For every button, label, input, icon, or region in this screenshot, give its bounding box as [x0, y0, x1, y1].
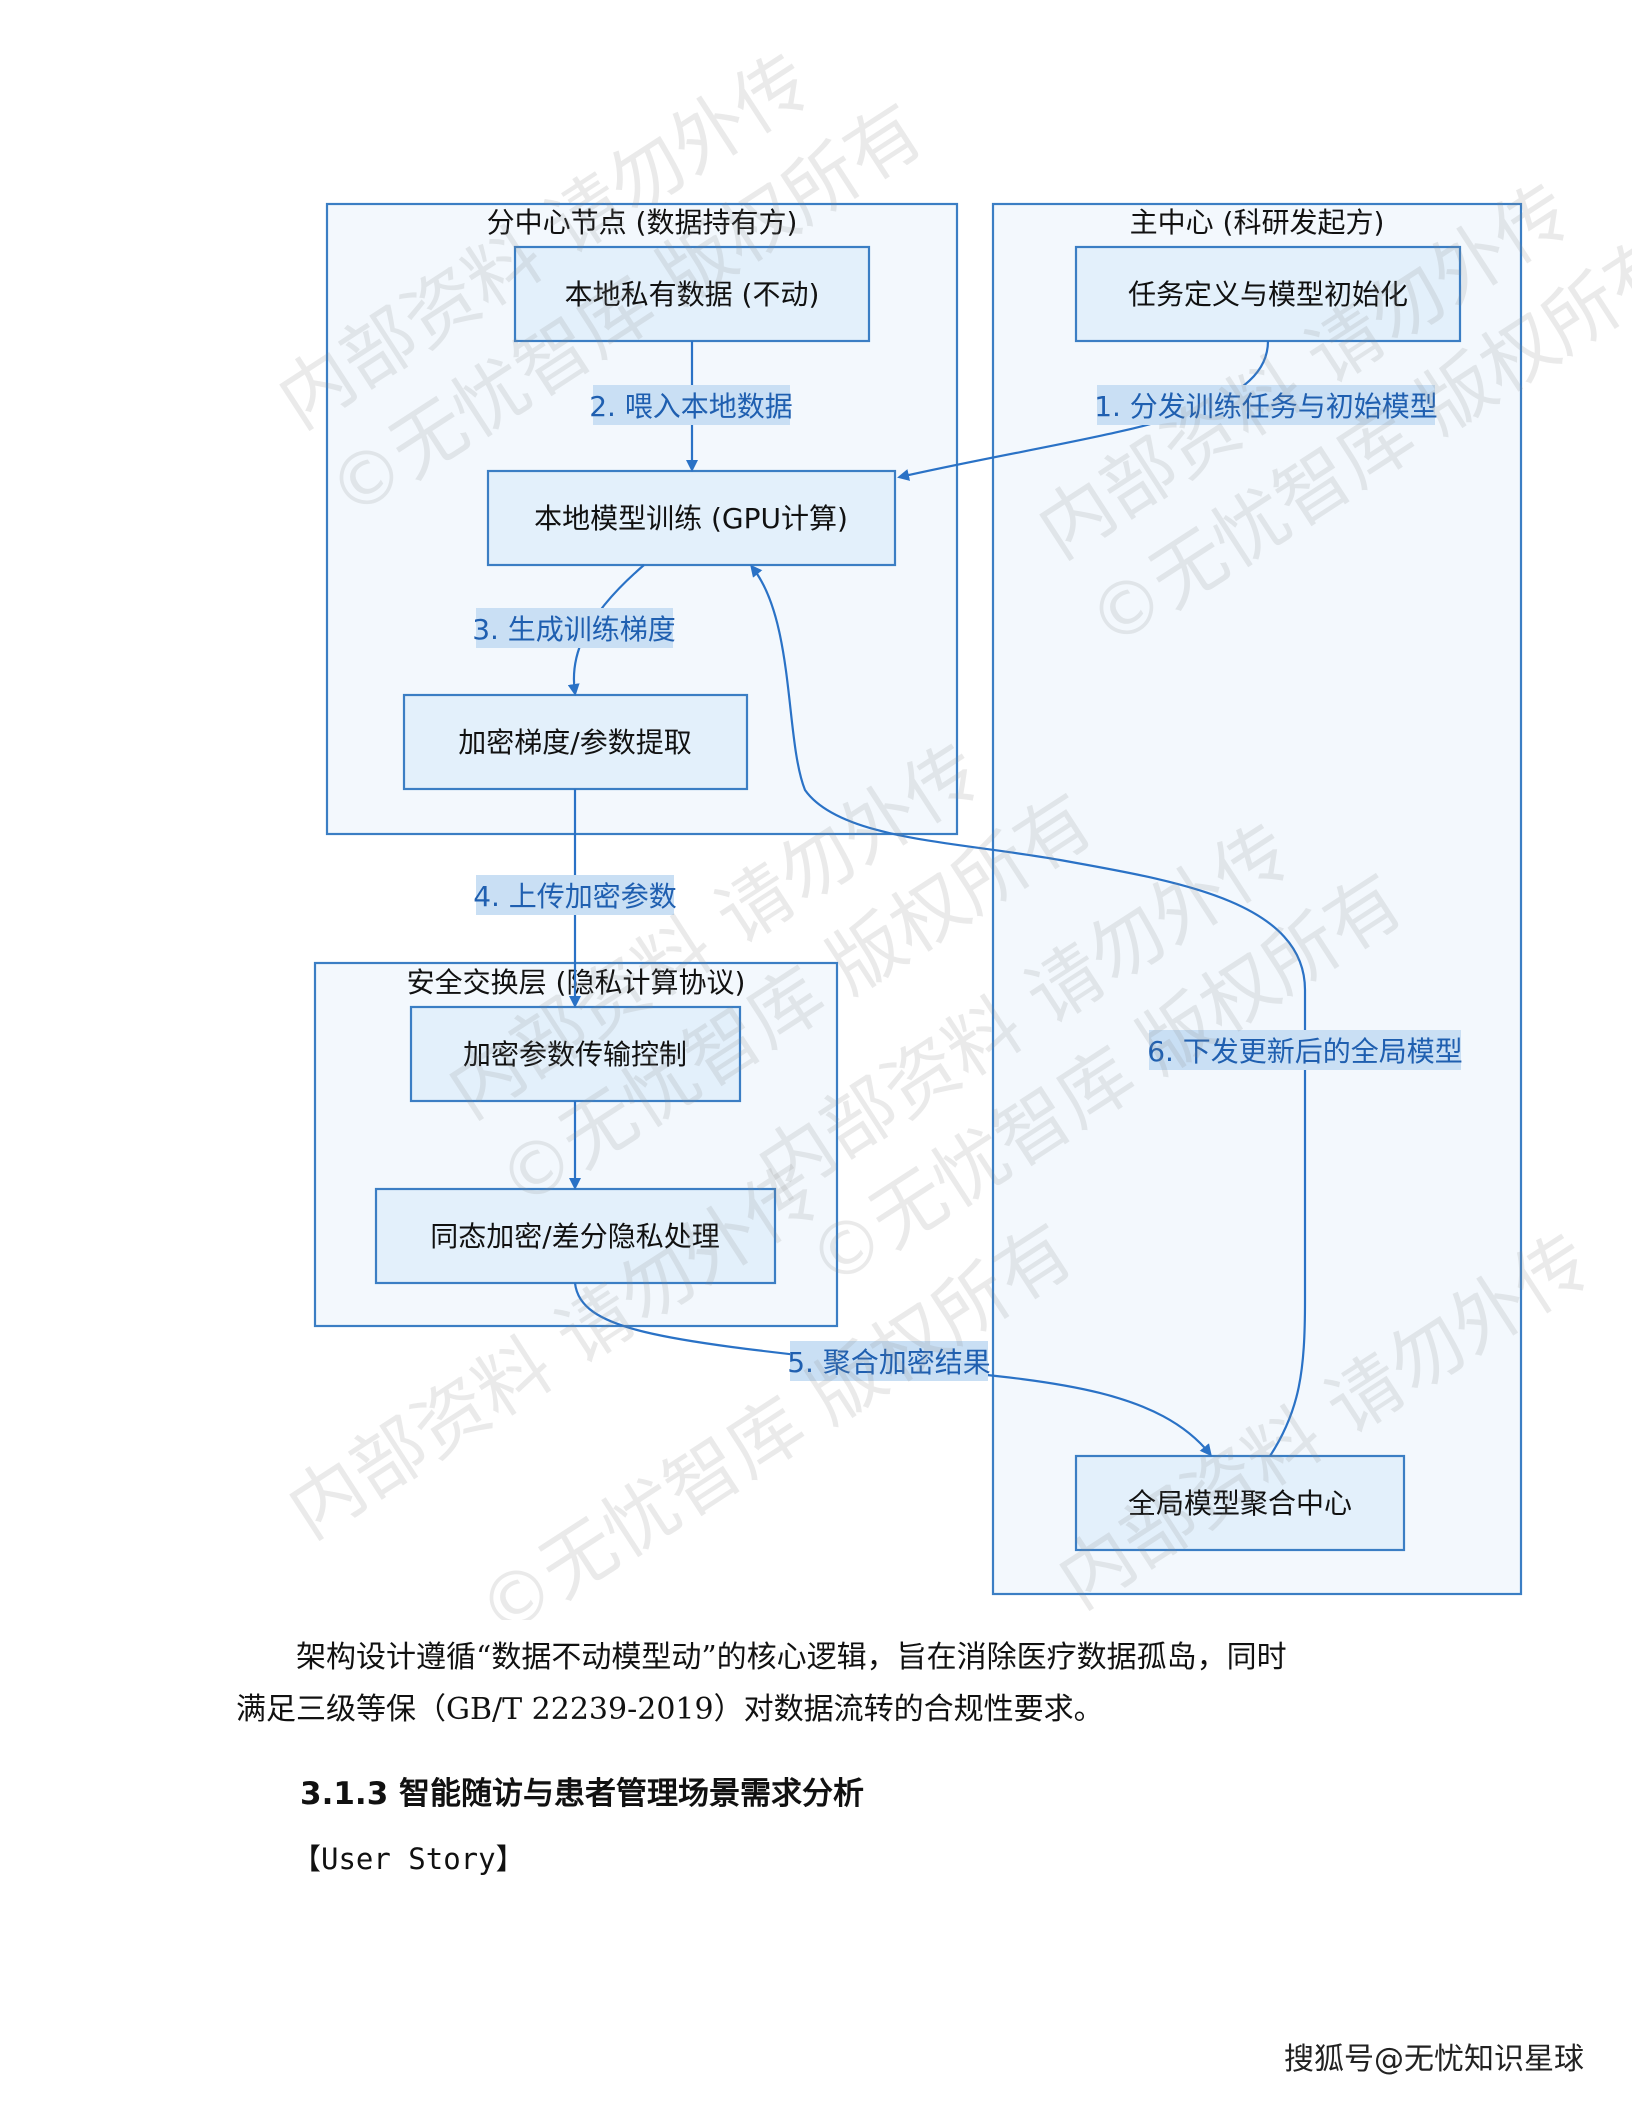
edge-label-3: 3. 生成训练梯度 [472, 608, 676, 648]
user-story-label: 【User Story】 [292, 1842, 525, 1876]
edge-label-4: 4. 上传加密参数 [473, 875, 677, 915]
node-local-training: 本地模型训练 (GPU计算) [486, 469, 897, 567]
edge-label-6: 6. 下发更新后的全局模型 [1147, 1030, 1463, 1070]
cluster-branch-title: 分中心节点 (数据持有方) [487, 206, 798, 239]
edge-label-4-text: 4. 上传加密参数 [473, 880, 677, 913]
edge-label-6-text: 6. 下发更新后的全局模型 [1147, 1035, 1463, 1068]
node-transfer-control-label: 加密参数传输控制 [463, 1038, 687, 1071]
edge-label-2: 2. 喂入本地数据 [589, 385, 793, 425]
edge-label-2-text: 2. 喂入本地数据 [589, 390, 793, 423]
cluster-main-center: 主中心 (科研发起方) [991, 202, 1523, 1596]
edge-label-1: 1. 分发训练任务与初始模型 [1094, 385, 1438, 425]
body-paragraph: 架构设计遵循“数据不动模型动”的核心逻辑，旨在消除医疗数据孤岛，同时 满足三级等… [236, 1632, 1426, 1736]
node-task-definition: 任务定义与模型初始化 [1074, 245, 1462, 343]
edge-label-5-text: 5. 聚合加密结果 [787, 1346, 991, 1379]
node-global-aggregation-label: 全局模型聚合中心 [1128, 1487, 1352, 1520]
edge-distribute-global-model [750, 564, 1307, 1457]
node-he-dp-processing-label: 同态加密/差分隐私处理 [430, 1220, 719, 1253]
node-local-private-data-label: 本地私有数据 (不动) [565, 278, 820, 311]
edge-label-3-text: 3. 生成训练梯度 [472, 613, 676, 646]
node-task-definition-label: 任务定义与模型初始化 [1128, 278, 1408, 311]
node-transfer-control: 加密参数传输控制 [409, 1005, 742, 1103]
edge-label-1-text: 1. 分发训练任务与初始模型 [1094, 390, 1438, 423]
node-global-aggregation: 全局模型聚合中心 [1074, 1454, 1406, 1552]
footer-credit: 搜狐号@无忧知识星球 [1284, 2042, 1584, 2077]
node-local-private-data: 本地私有数据 (不动) [513, 245, 871, 343]
node-he-dp-processing: 同态加密/差分隐私处理 [374, 1187, 777, 1285]
node-encrypt-extract: 加密梯度/参数提取 [402, 693, 749, 791]
cluster-main-title: 主中心 (科研发起方) [1130, 206, 1385, 239]
architecture-diagram: 分中心节点 (数据持有方) 主中心 (科研发起方) 安全交换层 (隐私计算协议)… [263, 38, 1632, 1620]
edge-label-5: 5. 聚合加密结果 [787, 1341, 991, 1381]
body-paragraph-line-2: 满足三级等保（GB/T 22239-2019）对数据流转的合规性要求。 [236, 1692, 1104, 1727]
node-local-training-label: 本地模型训练 (GPU计算) [534, 502, 848, 535]
body-paragraph-line-1: 架构设计遵循“数据不动模型动”的核心逻辑，旨在消除医疗数据孤岛，同时 [296, 1640, 1287, 1675]
node-encrypt-extract-label: 加密梯度/参数提取 [458, 726, 691, 759]
section-heading: 3.1.3 智能随访与患者管理场景需求分析 [300, 1776, 865, 1812]
